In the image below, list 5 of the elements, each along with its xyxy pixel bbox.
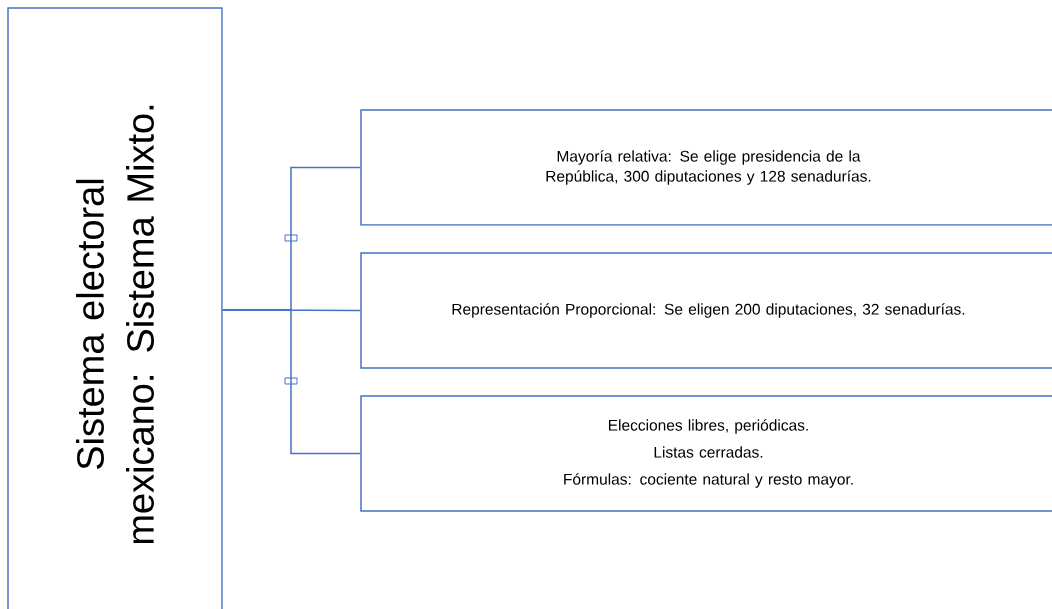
text-box: Mayoría relativa: Se elige presidencia de la República, 300 diputaciones y 128 senadurías. <box>360 109 1052 226</box>
text-box: Elecciones libres, periódicas. Listas cerradas. Fórmulas: cociente natural y resto mayor. <box>360 395 1052 512</box>
connector <box>222 309 361 455</box>
title-box: Sistema electoral mexicano: Sistema Mixto. <box>7 7 223 609</box>
text-box: Representación Proporcional: Se eligen 200 diputaciones, 32 senadurías. <box>360 252 1052 369</box>
